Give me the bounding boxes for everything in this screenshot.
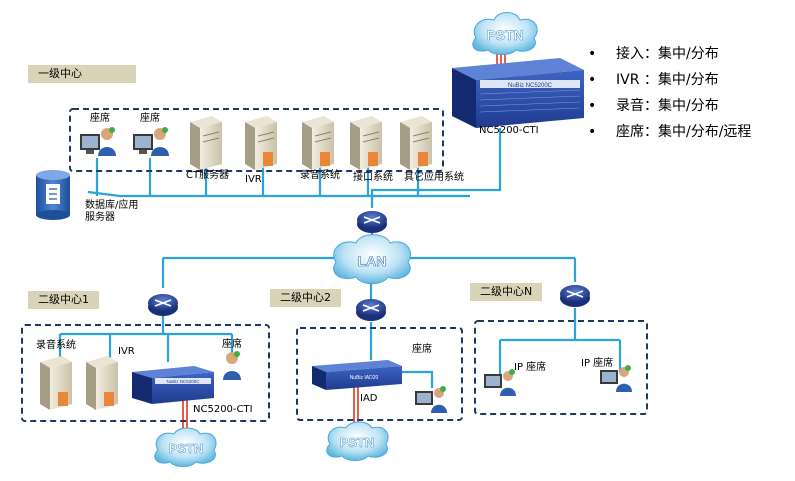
cti-device-top: NuBiz NC5200C bbox=[452, 58, 584, 128]
iad-face: NuBiz IAD20 bbox=[350, 375, 379, 381]
cti-top-label: NC5200-CTI bbox=[479, 125, 539, 136]
pstn-c1-label: PSTN bbox=[169, 441, 204, 456]
cn-ip-agent2-label: IP 座席 bbox=[581, 358, 614, 369]
c1-ivr-label: IVR bbox=[118, 346, 135, 357]
feature-item: • IVR ：集中/分布 bbox=[588, 68, 751, 94]
agent-icon-1 bbox=[80, 127, 116, 156]
center2-box bbox=[296, 327, 463, 421]
pstn-top-label: PSTN bbox=[486, 27, 523, 43]
level1-tag: 一级中心 bbox=[28, 65, 136, 83]
c1-cti-label: NC5200-CTI bbox=[193, 404, 253, 415]
cti-c1-face: NuBiz NC5200C bbox=[166, 379, 200, 384]
server-icon-interface bbox=[350, 116, 382, 170]
cti-server-label: CT服务器 bbox=[186, 170, 230, 181]
recording-label: 录音系统 bbox=[300, 170, 340, 181]
router-icon-center1 bbox=[148, 294, 178, 316]
database-icon bbox=[36, 170, 70, 220]
link-cti-to-router bbox=[370, 128, 502, 208]
server-icon-c1-recording bbox=[40, 356, 72, 410]
c2-agent-link bbox=[400, 370, 434, 388]
pstn-c2-label: PSTN bbox=[340, 435, 375, 450]
lan-cloud: LAN bbox=[333, 234, 412, 285]
agent1-label: 座席 bbox=[90, 113, 110, 124]
feature-item: • 录音：集中/分布 bbox=[588, 94, 751, 120]
server-icon-c1-ivr bbox=[86, 356, 118, 410]
router-icon-centerN bbox=[560, 285, 590, 307]
centerN-tag: 二级中心N bbox=[470, 283, 543, 301]
lan-label: LAN bbox=[358, 253, 387, 269]
feature-text: IVR ：集中/分布 bbox=[616, 72, 719, 88]
centerN-box bbox=[474, 320, 648, 415]
iad-device: NuBiz IAD20 bbox=[312, 360, 402, 390]
pstn-cloud-c2: PSTN bbox=[326, 421, 389, 461]
router-icon-core bbox=[357, 211, 387, 233]
feature-item: • 接入：集中/分布 bbox=[588, 42, 751, 68]
ivr-label: IVR bbox=[245, 174, 262, 185]
level1-box bbox=[69, 108, 444, 172]
center1-tag: 二级中心1 bbox=[28, 291, 99, 309]
feature-text: 录音：集中/分布 bbox=[616, 98, 719, 114]
bullet-dot: • bbox=[588, 72, 597, 88]
server-icon-ivr bbox=[245, 116, 277, 170]
cn-ip-agent1-label: IP 座席 bbox=[514, 362, 547, 373]
c2-iad-label: IAD bbox=[360, 393, 378, 404]
level1-drop-db bbox=[87, 190, 121, 198]
server-icon-other bbox=[400, 116, 432, 170]
ip-agent-icon-1 bbox=[484, 369, 516, 396]
pstn-cloud-c1: PSTN bbox=[154, 427, 217, 467]
bullet-dot: • bbox=[588, 46, 597, 62]
agent-icon-c1 bbox=[223, 351, 241, 380]
router-icon-center2 bbox=[356, 299, 386, 321]
feature-list: • 接入：集中/分布 • IVR ：集中/分布 • 录音：集中/分布 • 座席：集中/分… bbox=[588, 42, 751, 146]
feature-item: • 座席：集中/分布/远程 bbox=[588, 120, 751, 146]
cti-device-c1: NuBiz NC5200C bbox=[132, 366, 214, 404]
network-lines bbox=[58, 128, 622, 388]
c1-agent-label: 座席 bbox=[222, 339, 242, 350]
pstn-cloud-top: PSTN bbox=[472, 12, 538, 55]
other-systems-label: 其它应用系统 bbox=[404, 172, 464, 183]
server-icon-recording bbox=[302, 116, 334, 170]
agent-icon-c2 bbox=[415, 386, 447, 413]
server-icon-cti bbox=[190, 116, 222, 170]
interface-label: 接口系统 bbox=[353, 172, 393, 183]
center1-box bbox=[21, 324, 270, 422]
feature-text: 座席：集中/分布/远程 bbox=[616, 124, 752, 140]
bullet-dot: • bbox=[588, 98, 597, 114]
c2-agent-label: 座席 bbox=[412, 344, 432, 355]
dashed-boxes bbox=[21, 108, 648, 422]
agent-icon-2 bbox=[133, 127, 169, 156]
ip-agent-icon-2 bbox=[600, 365, 632, 392]
feature-text: 接入：集中/分布 bbox=[616, 46, 719, 62]
database-label: 数据库/应用服务器 bbox=[85, 200, 139, 223]
agent2-label: 座席 bbox=[140, 113, 160, 124]
cti-top-face: NuBiz NC5200C bbox=[508, 83, 553, 89]
bullet-dot: • bbox=[588, 124, 597, 140]
center2-tag: 二级中心2 bbox=[270, 289, 341, 307]
c1-recording-label: 录音系统 bbox=[36, 340, 76, 351]
